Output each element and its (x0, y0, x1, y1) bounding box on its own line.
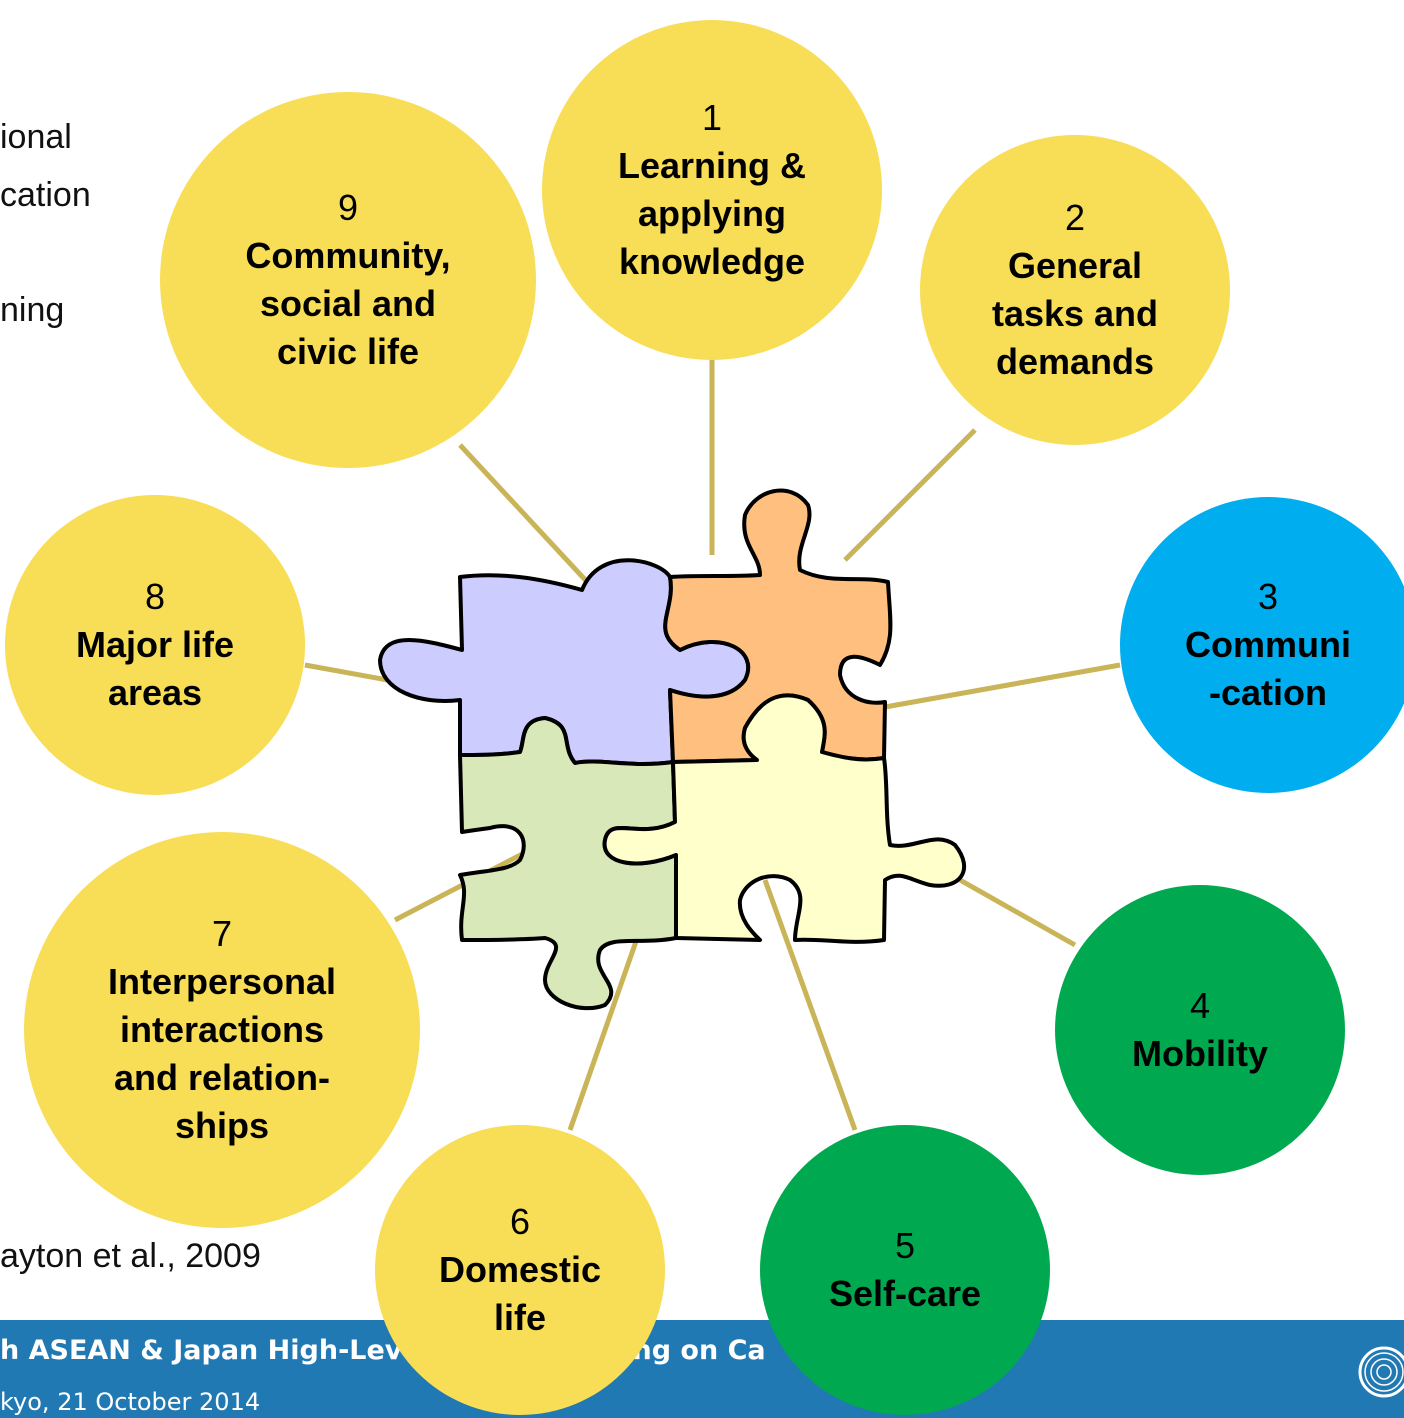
domain-label-learning-line-2: applying (638, 193, 786, 234)
domain-label-general-line-1: General (1008, 245, 1142, 286)
domain-number-mobility: 4 (1190, 985, 1210, 1026)
domain-circle-shape-major (5, 495, 305, 795)
domain-number-learning: 1 (702, 97, 722, 138)
domain-number-domestic: 6 (510, 1201, 530, 1242)
domain-label-general-line-2: tasks and (992, 293, 1158, 334)
domain-label-interpersonal-line-3: and relation- (114, 1057, 330, 1098)
domain-circle-shape-community (160, 92, 536, 468)
left-text-fragment-3: ning (0, 291, 65, 329)
left-text-fragment-2: cation (0, 176, 91, 214)
connector-communication (884, 662, 1121, 710)
domain-label-learning-line-1: Learning & (618, 145, 806, 186)
domain-label-interpersonal-line-2: interactions (120, 1009, 324, 1050)
domain-label-major-line-2: areas (108, 672, 202, 713)
domain-circle-shape-learning (542, 20, 882, 360)
domain-circle-shape-domestic (375, 1125, 665, 1415)
domain-label-major-line-1: Major life (76, 624, 234, 665)
domain-label-selfcare-line-1: Self-care (829, 1273, 981, 1314)
domain-label-mobility-line-1: Mobility (1132, 1033, 1268, 1074)
domain-label-domestic-line-2: life (494, 1297, 546, 1338)
domain-circle-shape-interpersonal (24, 832, 420, 1228)
domain-circle-shape-selfcare (760, 1125, 1050, 1415)
puzzle-illustration (378, 488, 967, 1011)
citation-fragment: ayton et al., 2009 (0, 1237, 261, 1275)
connector-domestic (567, 929, 643, 1131)
connector-community (458, 443, 592, 587)
puzzle-piece-bottom-right (602, 693, 967, 944)
domain-number-communication: 3 (1258, 576, 1278, 617)
domain-label-general-line-3: demands (996, 341, 1154, 382)
domain-label-communication-line-1: Communi (1185, 624, 1351, 665)
domain-number-general: 2 (1065, 197, 1085, 238)
connector-mobility (958, 877, 1077, 948)
domain-number-community: 9 (338, 187, 358, 228)
domain-circle-shape-general (920, 135, 1230, 445)
domain-circle-shape-mobility (1055, 885, 1345, 1175)
connector-general (843, 428, 977, 562)
domain-number-major: 8 (145, 576, 165, 617)
domain-label-domestic-line-1: Domestic (439, 1249, 601, 1290)
domain-label-community-line-3: civic life (277, 331, 419, 372)
domain-label-communication-line-2: -cation (1209, 672, 1327, 713)
puzzle-piece-top-right (663, 488, 893, 764)
domain-number-selfcare: 5 (895, 1225, 915, 1266)
un-emblem-icon (1358, 1346, 1404, 1398)
domain-label-community-line-2: social and (260, 283, 436, 324)
footer-bar (0, 1320, 1404, 1418)
left-text-fragment-1: ional (0, 118, 72, 156)
domain-label-interpersonal-line-1: Interpersonal (108, 961, 336, 1002)
domain-number-interpersonal: 7 (212, 913, 232, 954)
domain-label-community-line-1: Community, (245, 235, 450, 276)
domain-circle-shape-communication (1120, 497, 1404, 793)
footer-subtitle: kyo, 21 October 2014 (0, 1388, 261, 1416)
puzzle-piece-bottom-left (458, 716, 678, 1011)
footer-title-part-1: h ASEAN & Japan High-Lev (0, 1335, 403, 1366)
domain-label-interpersonal-line-4: ships (175, 1105, 269, 1146)
domain-label-learning-line-3: knowledge (619, 241, 805, 282)
connector-selfcare (762, 879, 858, 1131)
